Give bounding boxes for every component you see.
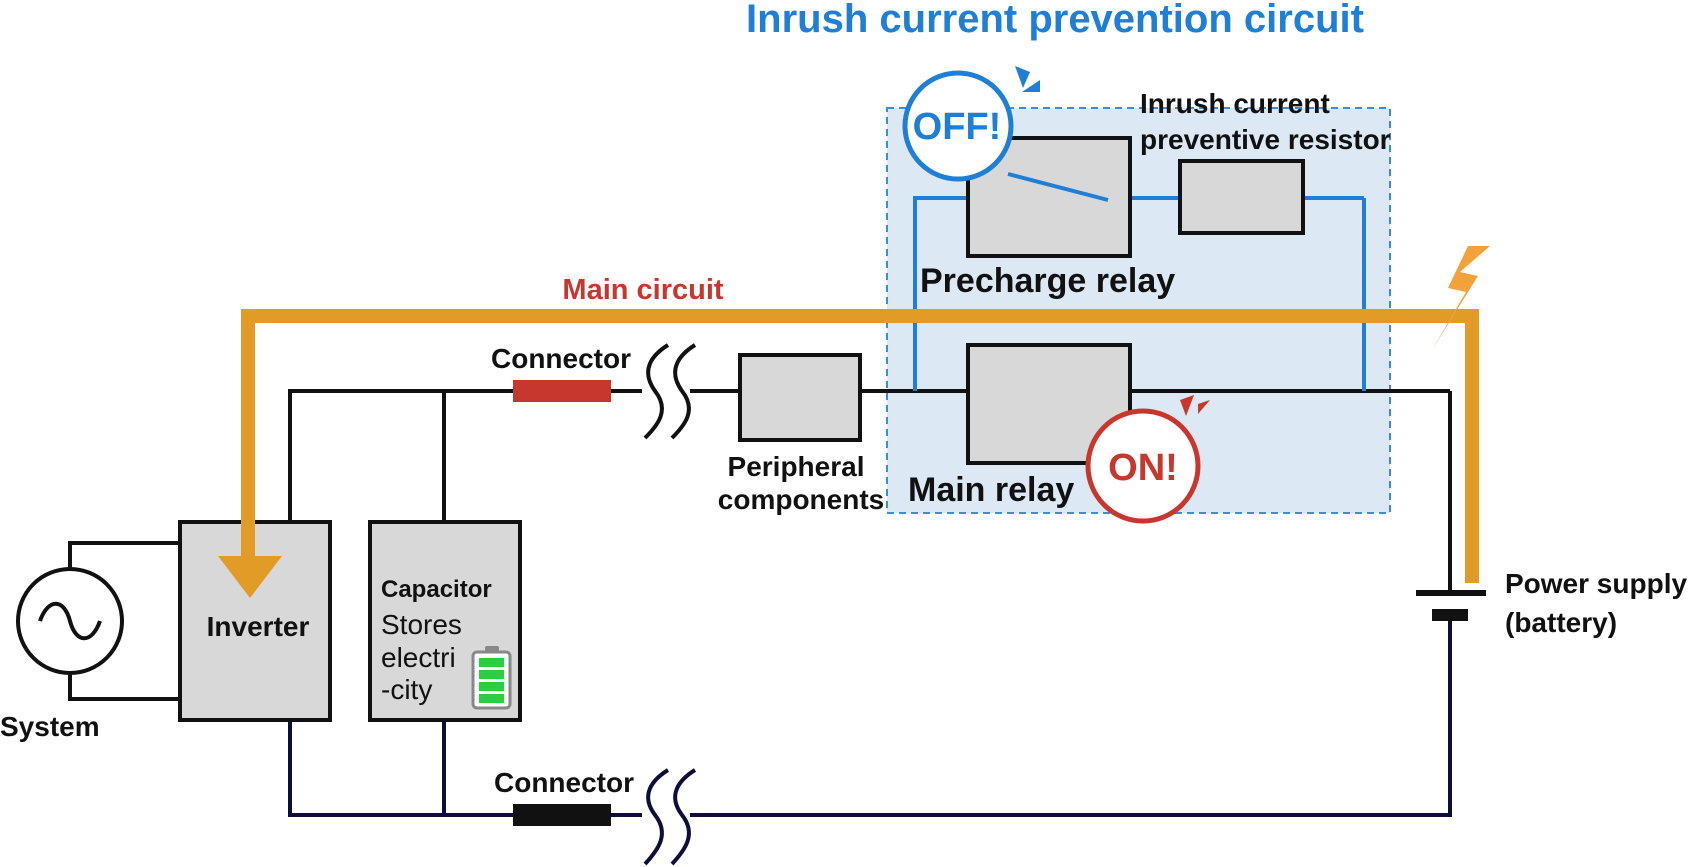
top-connector [513,380,611,402]
off-badge-text: OFF! [913,106,1002,148]
power-supply-label-line1: Power supply [1505,568,1687,599]
peripheral-label-line2: components [718,484,884,515]
precharge-relay-label: Precharge relay [920,262,1175,300]
main-relay-label: Main relay [908,471,1074,509]
lightning-icon [1432,246,1490,350]
inverter-label: Inverter [207,611,310,642]
current-flow-path [218,309,1479,598]
inrush-preventive-resistor [1178,159,1305,235]
capacitor-title: Capacitor [381,576,492,603]
resistor-label-line2: preventive resistor [1140,124,1391,155]
top-connector-label: Connector [491,343,631,374]
on-indicator-badge: ON! [1085,395,1210,524]
system-label: System [0,711,100,742]
wire-break-icon [643,768,697,866]
bottom-connector [513,804,611,826]
wire-break-icon [643,343,697,440]
main-circuit-label: Main circuit [562,274,723,306]
peripheral-label-line1: Peripheral [728,451,865,482]
peripheral-components [738,353,862,442]
capacitor-desc-line2: electri [381,642,456,673]
precharge-switch-blade [1007,172,1109,202]
bottom-connector-label: Connector [494,767,634,798]
battery-charge-icon [471,646,512,710]
resistor-label-line1: Inrush current [1140,88,1330,119]
capacitor-desc-line1: Stores [381,609,462,640]
capacitor-desc-line3: -city [381,674,432,705]
power-supply-battery [1416,590,1486,621]
diagram-title: Inrush current prevention circuit [746,0,1364,41]
off-indicator-badge: OFF! [902,66,1040,182]
ac-source-icon [16,567,124,675]
on-badge-text: ON! [1108,447,1178,489]
power-supply-label-line2: (battery) [1505,607,1617,638]
